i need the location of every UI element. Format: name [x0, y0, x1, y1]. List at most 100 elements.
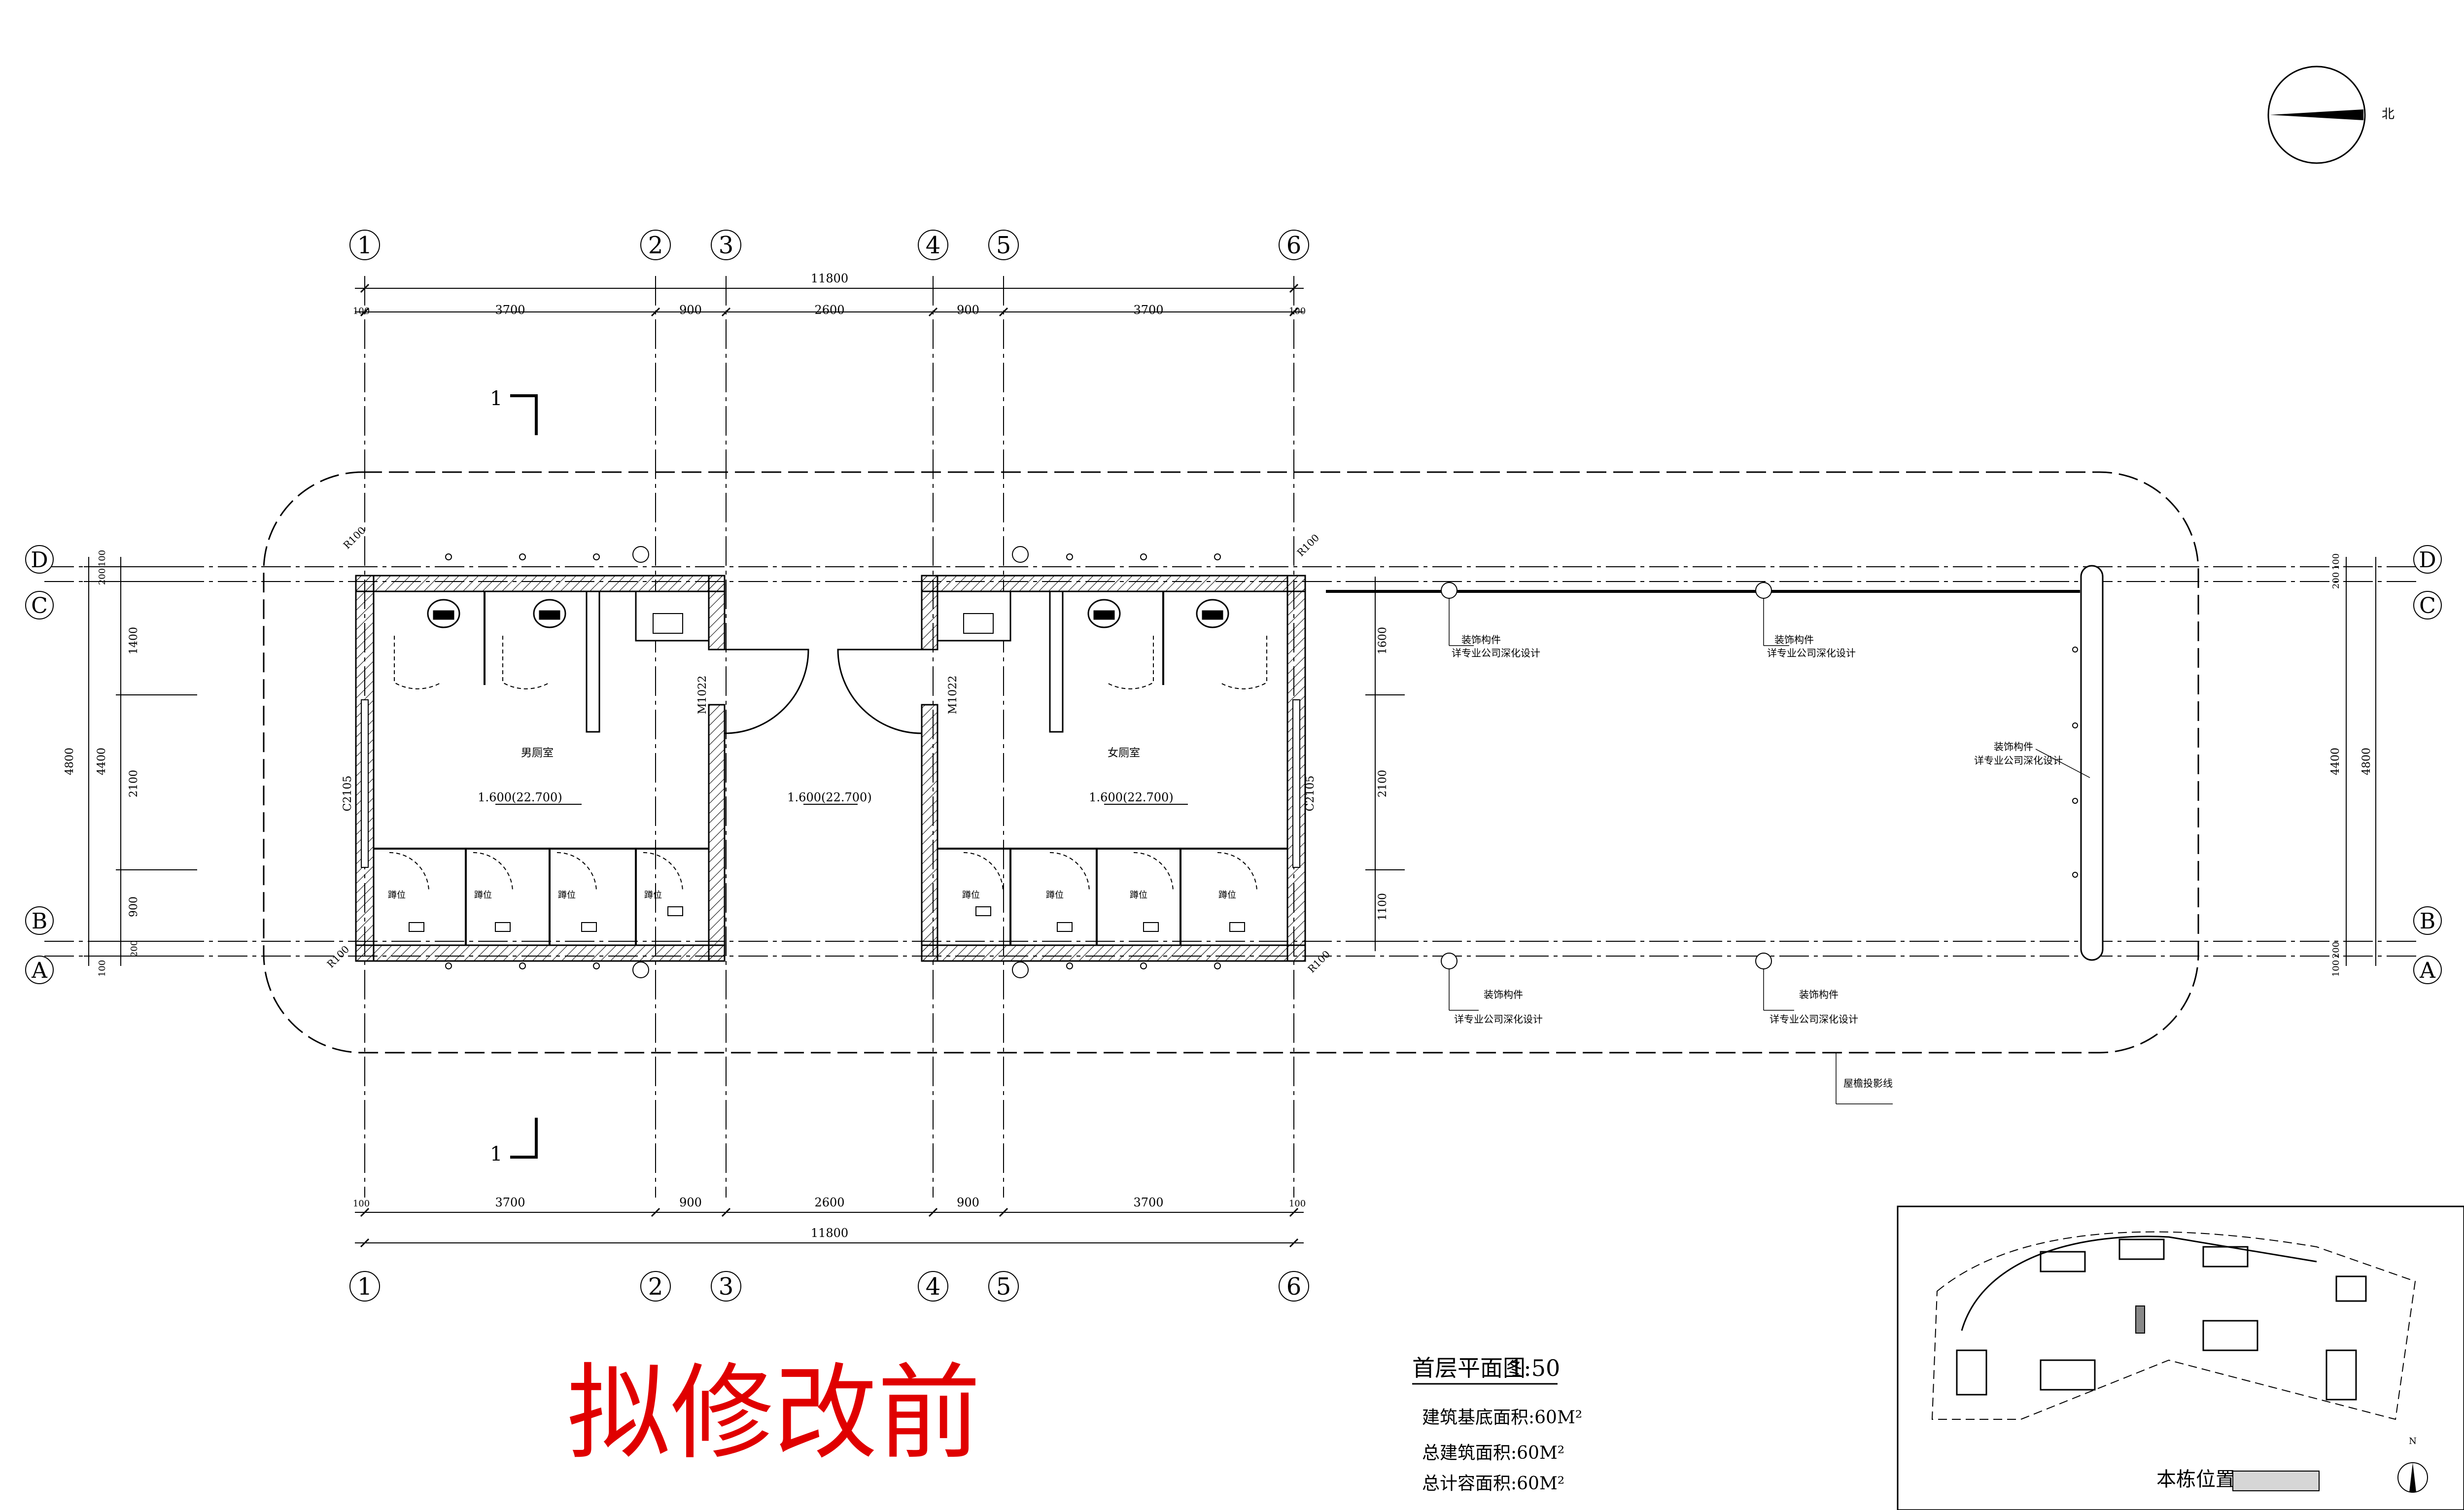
- svg-text:900: 900: [679, 1196, 702, 1209]
- svg-text:B: B: [32, 909, 47, 934]
- svg-text:200: 200: [2331, 942, 2341, 959]
- svg-text:详专业公司深化设计: 详专业公司深化设计: [1767, 647, 1856, 659]
- north-arrow-icon: 北: [2267, 66, 2395, 164]
- svg-text:100: 100: [2331, 960, 2341, 977]
- title-block: 首层平面图 1:50 建筑基底面积:60M² 总建筑面积:60M² 总计容面积:…: [1412, 1355, 1582, 1494]
- canopy-outline: [263, 471, 2199, 1054]
- svg-text:1: 1: [490, 1143, 502, 1166]
- svg-text:R100: R100: [341, 524, 368, 551]
- svg-text:蹲位: 蹲位: [388, 890, 406, 900]
- drawing-title: 首层平面图: [1412, 1355, 1526, 1381]
- svg-text:5: 5: [996, 1273, 1011, 1301]
- svg-text:200: 200: [129, 940, 139, 957]
- svg-text:4: 4: [926, 232, 941, 259]
- svg-text:6: 6: [1286, 232, 1302, 259]
- restroom-left: 1.600(22.700) 男厕室 C2105 M1022 蹲位 蹲位 蹲位 蹲…: [325, 524, 809, 978]
- svg-text:装饰构件: 装饰构件: [1461, 634, 1501, 646]
- svg-text:900: 900: [957, 303, 979, 317]
- svg-text:6: 6: [1286, 1273, 1302, 1301]
- dimensions-mid-right: 1600 2100 1100: [1365, 577, 1405, 951]
- svg-text:2: 2: [648, 232, 663, 259]
- keyplan-label: 本栋位置: [2156, 1468, 2235, 1491]
- svg-text:屋檐投影线: 屋檐投影线: [1843, 1077, 1893, 1089]
- svg-text:D: D: [31, 548, 48, 573]
- svg-text:4800: 4800: [64, 748, 76, 775]
- svg-text:900: 900: [679, 303, 702, 317]
- drawing-scale: 1:50: [1509, 1355, 1560, 1381]
- grid-lines-vertical: [364, 276, 1294, 1198]
- svg-text:C: C: [31, 593, 48, 618]
- level-mark-left: 1.600(22.700): [478, 790, 562, 804]
- window-tag-right: C2105: [1304, 776, 1317, 812]
- svg-text:R100: R100: [325, 943, 352, 970]
- svg-text:详专业公司深化设计: 详专业公司深化设计: [1454, 1013, 1543, 1025]
- svg-text:1100: 1100: [1377, 893, 1389, 921]
- grid-bubbles-right: D C B A: [2413, 545, 2442, 984]
- svg-text:2600: 2600: [814, 1196, 844, 1209]
- dimensions-right: 4400 4800 100 200 200 100: [2329, 553, 2376, 977]
- svg-text:1.600(22.700): 1.600(22.700): [787, 790, 871, 804]
- key-plan: 本栋位置 N: [1897, 1205, 2464, 1510]
- dimensions-bottom: 100 3700 900 2600 900 3700 100 11800: [353, 1196, 1306, 1248]
- section-marker-top: 1: [490, 387, 538, 435]
- svg-text:3700: 3700: [1133, 1196, 1163, 1209]
- area-line-2: 总建筑面积:60M²: [1422, 1443, 1564, 1463]
- svg-text:2100: 2100: [1377, 770, 1389, 797]
- squat-toilet-icon: [409, 906, 683, 932]
- svg-text:装饰构件: 装饰构件: [1484, 989, 1523, 1000]
- svg-text:4400: 4400: [96, 748, 108, 775]
- door-tag-right: M1022: [947, 676, 959, 715]
- svg-text:1600: 1600: [1377, 627, 1389, 654]
- svg-text:R100: R100: [1306, 948, 1333, 975]
- svg-text:蹲位: 蹲位: [962, 890, 980, 900]
- svg-text:11800: 11800: [811, 272, 848, 285]
- svg-text:100: 100: [353, 1199, 370, 1209]
- window-tag-left: C2105: [342, 776, 354, 812]
- svg-text:R100: R100: [1295, 532, 1322, 559]
- svg-text:详专业公司深化设计: 详专业公司深化设计: [1452, 647, 1540, 659]
- svg-text:900: 900: [957, 1196, 979, 1209]
- level-mark-right: 1.600(22.700): [1089, 790, 1173, 804]
- svg-text:1400: 1400: [128, 627, 140, 654]
- restroom-right: 1.600(22.700) 女厕室 C2105 M1022 蹲位 蹲位 蹲位 蹲…: [837, 532, 1333, 978]
- urinal-icon: [427, 599, 566, 628]
- svg-text:A: A: [2419, 958, 2436, 983]
- svg-text:蹲位: 蹲位: [558, 890, 576, 900]
- grid-bubbles-top: 1 2 3 4 5 6: [349, 230, 1309, 260]
- north-label: 北: [2382, 107, 2395, 122]
- svg-text:900: 900: [128, 896, 140, 917]
- door-tag-left: M1022: [696, 676, 709, 715]
- svg-text:3700: 3700: [495, 1196, 525, 1209]
- svg-text:100: 100: [1289, 1199, 1306, 1209]
- svg-text:N: N: [2409, 1436, 2417, 1446]
- svg-text:1: 1: [357, 232, 373, 259]
- svg-text:蹲位: 蹲位: [1218, 890, 1236, 900]
- svg-text:100: 100: [97, 550, 107, 567]
- area-line-1: 建筑基底面积:60M²: [1422, 1407, 1582, 1428]
- svg-text:3700: 3700: [495, 303, 525, 317]
- svg-text:详专业公司深化设计: 详专业公司深化设计: [1770, 1013, 1858, 1025]
- svg-text:200: 200: [2331, 572, 2341, 589]
- svg-text:D: D: [2419, 548, 2436, 573]
- svg-text:3: 3: [719, 232, 734, 259]
- svg-text:200: 200: [97, 568, 107, 585]
- room-name-right: 女厕室: [1108, 747, 1140, 759]
- dimensions-top: 11800 100 3700 900 2600 900 3700 100: [353, 272, 1306, 317]
- svg-text:B: B: [2420, 909, 2435, 934]
- svg-text:2100: 2100: [128, 770, 140, 797]
- svg-text:详专业公司深化设计: 详专业公司深化设计: [1974, 755, 2063, 766]
- room-name-left: 男厕室: [521, 747, 554, 759]
- urinal-icon: [1087, 599, 1229, 628]
- annotations: 装饰构件 详专业公司深化设计 装饰构件 详专业公司深化设计 装饰构件 详专业公司…: [1449, 598, 2090, 1104]
- svg-text:100: 100: [97, 960, 107, 977]
- svg-text:蹲位: 蹲位: [644, 890, 662, 900]
- svg-text:装饰构件: 装饰构件: [1774, 634, 1814, 646]
- svg-text:3: 3: [719, 1273, 734, 1301]
- svg-text:4: 4: [926, 1273, 941, 1301]
- svg-text:100: 100: [353, 306, 370, 316]
- svg-text:5: 5: [996, 232, 1011, 259]
- svg-text:4400: 4400: [2329, 748, 2342, 775]
- svg-text:A: A: [31, 958, 48, 983]
- svg-text:100: 100: [1289, 306, 1306, 316]
